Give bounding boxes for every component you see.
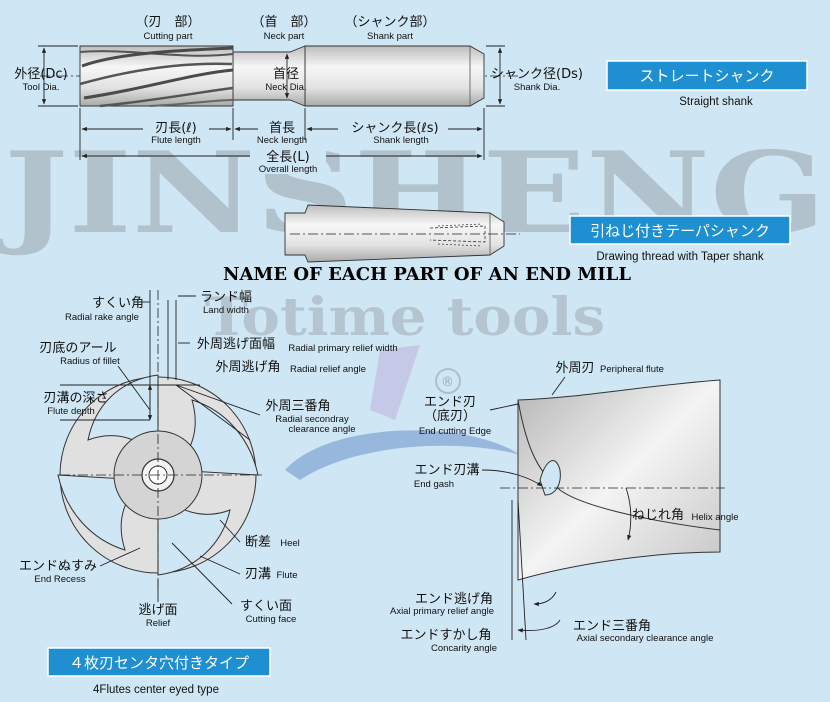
neck-part-en: Neck part [264,31,305,42]
neck-length-en: Neck length [257,135,307,146]
cross-section-drawing [57,290,262,590]
shank-dia-en: Shank Dia. [514,82,560,93]
radial-primary-relief-width-en: Radial primary relief width [288,343,397,354]
type-en: 4Flutes center eyed type [93,684,219,696]
neck-length-label: 首長 [269,121,295,136]
flute-depth-en: Flute depth [47,406,95,417]
end-gash-label: エンド刃溝 [414,463,479,478]
flute-type-badge: ４枚刃センタ穴付きタイプ 4Flutes center eyed type [47,647,271,696]
neck-part-label: （首 部） [251,15,316,30]
flute-length-en: Flute length [151,135,201,146]
axial-primary-relief-label: エンド逃げ角 [415,592,493,607]
radial-secondary-clearance-label: 外周三番角 [265,399,330,414]
taper-shank-button-label: 引ねじ付きテーパシャンク [590,222,770,240]
shank-part-en: Shank part [367,31,413,42]
radius-of-fillet-label: 刃底のアール [39,340,116,356]
cutting-part-label: （刃 部） [135,15,200,30]
cutting-part-en: Cutting part [143,31,192,42]
cutting-face-label: すくい面 [240,599,292,614]
end-cutting-edge-en: End cutting Edge [419,426,491,437]
heel-en: Heel [280,538,300,549]
flute-label: 刃溝 [245,567,271,582]
shank-part-label: （シャンク部） [344,15,435,30]
taper-shank-en: Drawing thread with Taper shank [596,251,764,263]
flute-en: Flute [276,570,297,581]
radial-rake-angle-label: すくい角 [92,296,144,311]
peripheral-flute-label: 外周刃 [555,361,594,376]
shank-length-en: Shank length [373,135,428,146]
length-dimensions: 刃長(ℓ) Flute length 首長 Neck length シャンク長(… [79,108,485,175]
end-cutting-edge-sub: （底刃） [424,408,476,424]
type-button-label: ４枚刃センタ穴付きタイプ [69,654,249,672]
helical-flutes [79,46,234,108]
tool-dia-en: Tool Dia. [23,82,60,93]
watermark-registered-mark: ® [441,375,454,390]
heel-label: 断差 [245,535,271,550]
diameter-dimensions: 外径(Dc) Tool Dia. 首径 Neck Dia. シャンク径(Ds) … [14,45,583,107]
straight-shank-en: Straight shank [679,96,753,108]
radius-of-fillet-en: Radius of fillet [60,356,120,367]
tool-dia-label: 外径(Dc) [14,67,67,82]
flute-length-label: 刃長(ℓ) [155,121,197,136]
watermark-sub: Totime tools [205,287,605,348]
concavity-angle-label: エンドすかし角 [400,628,491,643]
cross-section-labels: すくい角 Radial rake angle ランド幅 Land width 外… [19,290,398,629]
land-width-en: Land width [203,305,249,316]
flute-depth-label: 刃溝の深さ [43,391,108,406]
shank-dia-label: シャンク径(Ds) [491,67,583,82]
axial-secondary-clearance-label: エンド三番角 [573,619,651,634]
end-view-labels: 外周刃 Peripheral flute エンド刃 （底刃） End cutti… [390,361,739,654]
relief-label: 逃げ面 [138,603,177,618]
overall-length-label: 全長(L) [266,149,309,165]
neck-dia-label: 首径 [273,67,299,82]
end-gash-en: End gash [414,479,454,490]
radial-rake-angle-en: Radial rake angle [65,312,139,323]
relief-en: Relief [146,618,171,629]
radial-relief-angle-label: 外周逃げ角 [215,360,280,375]
end-cutting-edge-label: エンド刃 [424,395,476,410]
radial-primary-relief-width-label: 外周逃げ面幅 [197,337,275,352]
part-labels: （刃 部） Cutting part （首 部） Neck part （シャンク… [135,15,435,42]
end-recess-en: End Recess [34,574,85,585]
helix-angle-label: ねじれ角 [632,508,684,523]
radial-secondary-clearance-en2: clearance angle [288,424,355,435]
overall-length-en: Overall length [259,164,318,175]
end-view-drawing [500,379,725,641]
watermark-logo-icon [285,345,520,480]
axial-primary-relief-en: Axial primary relief angle [390,606,494,617]
taper-shank-drawing [284,204,520,263]
helix-angle-en: Helix angle [692,512,739,523]
page-title: NAME OF EACH PART OF AN END MILL [223,264,631,285]
cutting-face-en: Cutting face [246,614,297,625]
shank-length-label: シャンク長(ℓs) [351,121,438,136]
straight-shank-button-label: ストレートシャンク [639,67,774,85]
radial-relief-angle-en: Radial relief angle [290,364,366,375]
peripheral-flute-en: Peripheral flute [600,364,664,375]
straight-shank-badge: ストレートシャンク Straight shank [606,60,808,108]
taper-shank-badge: 引ねじ付きテーパシャンク Drawing thread with Taper s… [569,215,791,263]
neck-dia-en: Neck Dia. [265,82,306,93]
land-width-label: ランド幅 [200,290,252,305]
concavity-angle-en: Concarity angle [431,643,497,654]
end-recess-label: エンドぬすみ [19,559,97,574]
axial-secondary-clearance-en: Axial secondary clearance angle [577,633,714,644]
radial-secondary-clearance-en1: Radial secondray [275,414,349,425]
